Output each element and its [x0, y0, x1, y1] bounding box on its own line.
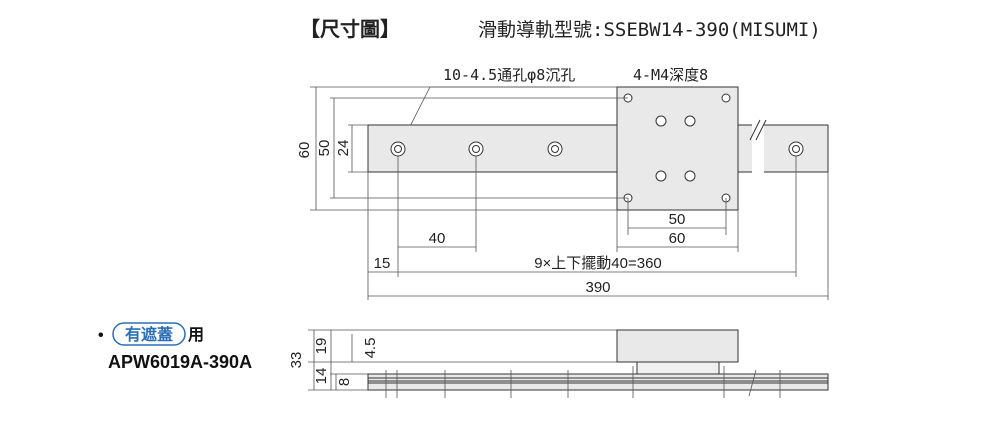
cover-suffix: 用: [188, 326, 204, 344]
dim-rail-height: 8: [336, 378, 353, 386]
cover-badge: 有遮蓋: [125, 325, 173, 344]
horizontal-dimensions: [367, 156, 829, 300]
slider-block-top-view: [616, 86, 739, 211]
hole-callout: 10-4.5通孔φ8沉孔: [443, 66, 575, 84]
dim-block-height: 19: [313, 338, 330, 355]
dim-total-height: 33: [288, 352, 305, 369]
dim-overall-height: 60: [296, 142, 313, 159]
dim-end-offset: 15: [374, 255, 391, 272]
dim-gap: 4.5: [362, 338, 379, 359]
section-title: 【尺寸圖】: [300, 17, 400, 41]
dim-block-hole-pitch: 50: [669, 211, 686, 228]
cover-badge-outline: [112, 322, 186, 346]
dim-hole-pitch: 40: [429, 230, 446, 247]
dim-rail-zone: 14: [313, 368, 330, 385]
dim-rail-width: 24: [335, 140, 352, 157]
bullet: •: [98, 327, 104, 344]
dim-hole-span-height: 50: [316, 140, 333, 157]
dim-block-length: 60: [669, 230, 686, 247]
rail-top-view: [367, 119, 829, 178]
dim-pitch-total: 9×上下擺動40=360: [534, 255, 662, 272]
part-number: APW6019A-390A: [108, 352, 252, 372]
model-text: 滑動導軌型號:SSEBW14-390(MISUMI): [478, 19, 821, 41]
vertical-dimensions-side: [313, 330, 353, 390]
side-view: [308, 329, 829, 398]
dim-rail-length: 390: [585, 279, 610, 296]
vertical-dimensions-top: [310, 86, 628, 211]
tap-callout: 4-M4深度8: [633, 66, 708, 84]
rail-holes: [390, 141, 804, 157]
